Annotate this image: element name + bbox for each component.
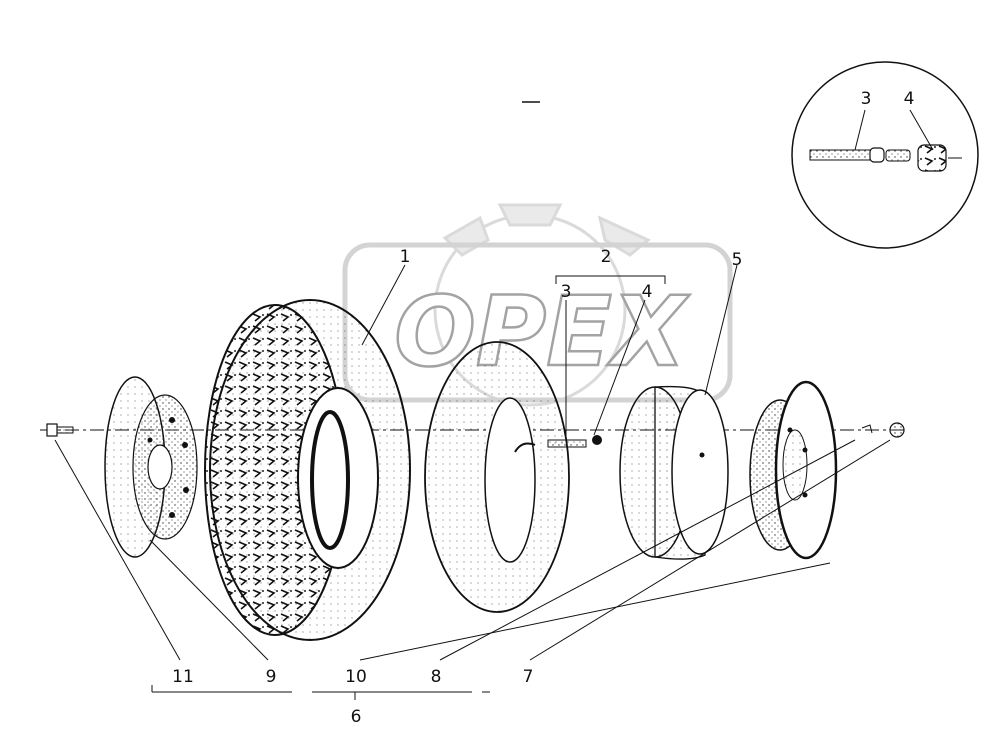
valve-detail-inset: 3 4 (791, 61, 979, 249)
nut-icon (889, 422, 905, 438)
callout-4: 4 (642, 282, 653, 302)
callout-2: 2 (601, 247, 612, 267)
wheel-disc (749, 380, 838, 560)
callout-6: 6 (351, 707, 362, 727)
inner-tube (424, 341, 570, 613)
callout-11: 11 (172, 667, 194, 687)
hub-disc (104, 376, 198, 558)
detail-callout-3: 3 (861, 89, 872, 109)
leader-lines-bottom (54, 439, 891, 700)
small-washer-icon (861, 424, 873, 434)
valve-stem-icon (514, 435, 602, 453)
callout-9: 9 (266, 667, 277, 687)
callout-5: 5 (732, 250, 743, 270)
valve-cap-detail-icon (917, 144, 962, 172)
callout-3: 3 (561, 282, 572, 302)
rim (619, 385, 729, 560)
leader-lines-top (361, 264, 738, 438)
tire (204, 299, 411, 641)
callout-1: 1 (400, 247, 411, 267)
callout-8: 8 (431, 667, 442, 687)
callout-7: 7 (523, 667, 534, 687)
detail-callout-4: 4 (904, 89, 915, 109)
callout-10: 10 (345, 667, 367, 687)
bolt-icon (46, 423, 74, 437)
valve-stem-detail-icon (809, 147, 911, 163)
